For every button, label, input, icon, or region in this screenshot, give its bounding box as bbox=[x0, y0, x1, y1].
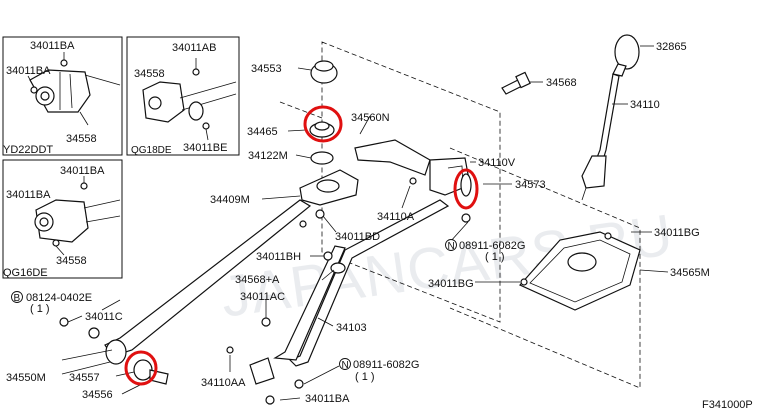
label-34011bh: 34011BH bbox=[256, 251, 301, 263]
nut-marker-08911-b: N bbox=[339, 358, 351, 371]
label-08911-a: 08911-6082G bbox=[459, 240, 525, 252]
inset1-variant: YD22DDT bbox=[3, 144, 53, 156]
nut-marker-letter-a: N bbox=[448, 241, 455, 252]
inset3-label-b: 34011BA bbox=[6, 189, 51, 201]
label-34011ba-bottom: 34011BA bbox=[305, 393, 350, 405]
shift-lever-assembly bbox=[519, 34, 641, 311]
highlight-34557 bbox=[124, 350, 158, 386]
inset2-label-a: 34011AB bbox=[172, 42, 216, 54]
label-34565m: 34565M bbox=[670, 267, 710, 279]
highlight-34573 bbox=[453, 168, 479, 210]
label-34568: 34568 bbox=[546, 77, 577, 89]
label-08124: 08124-0402E bbox=[26, 292, 92, 304]
callout-labels: 32865 34568 34110 34553 34560N 34465 341… bbox=[6, 41, 710, 405]
label-34103: 34103 bbox=[336, 322, 367, 334]
label-34011bd: 34011BD bbox=[335, 231, 380, 243]
inset3-variant: QG16DE bbox=[3, 267, 48, 279]
label-34465: 34465 bbox=[247, 126, 278, 138]
label-34110: 34110 bbox=[630, 99, 660, 111]
label-34011ac: 34011AC bbox=[240, 291, 285, 303]
label-34122m: 34122M bbox=[248, 150, 288, 162]
label-34573: 34573 bbox=[515, 179, 546, 191]
label-34110a: 34110A bbox=[377, 211, 415, 223]
shift-rods bbox=[104, 199, 450, 385]
label-34011bg-center: 34011BG bbox=[428, 278, 474, 290]
inset-qg16de: 34011BA 34011BA 34558 QG16DE bbox=[2, 159, 123, 279]
label-08911-a-qty: ( 1 ) bbox=[485, 251, 505, 263]
label-34556: 34556 bbox=[82, 389, 113, 401]
inset2-variant: QG18DE bbox=[131, 145, 172, 156]
inset2-label-c: 34011BE bbox=[183, 142, 227, 154]
inset-yd22ddt: 34011BA 34011BA 34558 YD22DDT bbox=[2, 36, 123, 156]
label-34560n: 34560N bbox=[351, 112, 390, 124]
label-34553: 34553 bbox=[251, 63, 282, 75]
label-34011c: 34011C bbox=[85, 311, 123, 323]
label-34550m: 34550M bbox=[6, 372, 46, 384]
label-08911-b-qty: ( 1 ) bbox=[355, 371, 375, 383]
inset3-label-a: 34011BA bbox=[60, 165, 105, 177]
label-34011bg-right: 34011BG bbox=[654, 227, 700, 239]
highlight-rings bbox=[124, 105, 479, 386]
inset2-label-b: 34558 bbox=[134, 68, 165, 80]
upper-bracket bbox=[299, 60, 471, 206]
nut-marker-08911-a: N bbox=[445, 239, 457, 252]
label-34110aa: 34110AA bbox=[201, 377, 246, 389]
label-34110v: 34110V bbox=[478, 157, 516, 169]
inset3-label-c: 34558 bbox=[56, 255, 87, 267]
label-32865: 32865 bbox=[656, 41, 687, 53]
nut-marker-letter-b: N bbox=[342, 360, 349, 371]
small-fasteners bbox=[59, 173, 472, 405]
label-08124-qty: ( 1 ) bbox=[30, 303, 50, 315]
label-34409m: 34409M bbox=[210, 194, 250, 206]
bolt-marker-08124: B bbox=[11, 291, 23, 304]
inset1-label-a: 34011BA bbox=[30, 40, 75, 52]
highlight-34465 bbox=[303, 105, 343, 143]
diagram-code: F341000P bbox=[702, 399, 753, 411]
bolt-34568 bbox=[501, 71, 531, 95]
inset-qg18de: 34011AB 34558 34011BE QG18DE bbox=[126, 36, 240, 156]
assembly-outlines bbox=[279, 41, 641, 389]
label-34568a: 34568+A bbox=[235, 274, 280, 286]
label-34557: 34557 bbox=[69, 372, 100, 384]
inset1-label-b: 34011BA bbox=[6, 65, 51, 77]
label-08911-b: 08911-6082G bbox=[353, 359, 419, 371]
bolt-marker-letter: B bbox=[14, 293, 21, 304]
inset1-label-c: 34558 bbox=[66, 133, 97, 145]
